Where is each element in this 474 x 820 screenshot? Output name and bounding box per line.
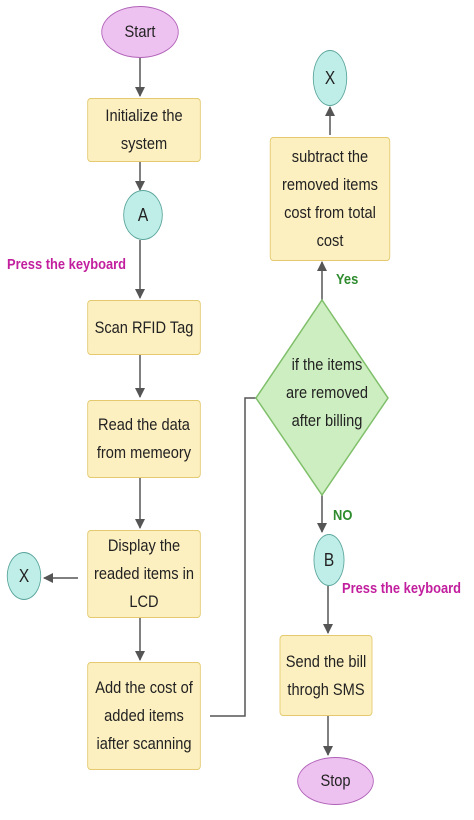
press-keyboard-label-2: Press the keyboard — [342, 580, 462, 597]
connector-x-top: X — [312, 50, 348, 106]
no-label: NO — [333, 507, 353, 524]
send-bill-box: Send the bill throgh SMS — [279, 635, 373, 716]
initialize-system-box: Initialize the system — [87, 98, 201, 162]
yes-label: Yes — [336, 271, 359, 288]
connector-x-left: X — [6, 552, 42, 600]
subtract-cost-box: subtract the removed items cost from tot… — [269, 137, 391, 261]
display-items-box: Display the readed items in LCD — [87, 530, 201, 618]
arrow-add-to-decision — [210, 397, 256, 717]
scan-rfid-box: Scan RFID Tag — [87, 300, 201, 355]
decision-text: if the items are removed after billing — [285, 355, 369, 430]
read-data-box: Read the data from memeory — [87, 400, 201, 478]
add-cost-box: Add the cost of added items iafter scann… — [87, 662, 201, 770]
stop-terminal: Stop — [297, 757, 374, 805]
start-terminal: Start — [101, 6, 179, 58]
decision-diamond — [255, 298, 389, 497]
press-keyboard-label-1: Press the keyboard — [7, 256, 127, 273]
connector-a: A — [123, 190, 163, 240]
connector-b: B — [313, 534, 345, 586]
